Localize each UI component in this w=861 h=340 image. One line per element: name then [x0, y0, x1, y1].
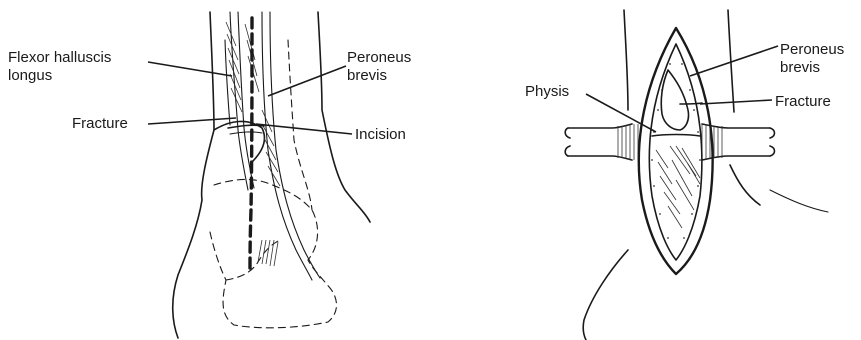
left-fracture-line-2: [230, 132, 262, 134]
left-flexor-leader: [148, 62, 232, 76]
right-fracture-line: [680, 103, 702, 104]
right-retractor-left-lower: [568, 156, 632, 160]
label-incision: Incision: [355, 126, 406, 143]
right-dorsum-curve: [770, 190, 828, 212]
right-heel-outline: [730, 165, 760, 205]
right-peroneus-leader: [690, 46, 778, 76]
left-leg-medial-outline: [173, 12, 214, 338]
left-flexor-tendon-3: [225, 40, 230, 125]
right-fracture-leader: [700, 100, 772, 104]
label-flexor-hallucis-line1: Flexor halluscis: [8, 49, 111, 66]
left-incision-dashed-line: [250, 18, 252, 272]
left-peroneus-tendon-a: [262, 12, 312, 280]
right-retractor-right-end: [770, 128, 775, 156]
right-retractor-left-blade: [618, 124, 638, 160]
left-peroneus-leader: [268, 66, 346, 96]
label-right-peroneus-line1: Peroneus: [780, 41, 844, 58]
left-tibia-dashed-outline: [288, 40, 312, 210]
right-ankle-figure: Physis Peroneus brevis Fracture: [525, 10, 844, 340]
right-leg-medial-outline: [624, 10, 628, 110]
label-left-fracture: Fracture: [72, 115, 128, 132]
label-flexor-hallucis-line2: longus: [8, 67, 52, 84]
right-metaphysis-hatching: [656, 146, 700, 228]
label-left-peroneus-line2: brevis: [347, 67, 387, 84]
right-foot-outline: [583, 250, 628, 340]
right-physis-line: [652, 135, 700, 137]
right-bone-fragment: [661, 70, 688, 130]
right-retractor-right-upper: [702, 124, 770, 128]
left-peroneus-muscle-hatching: [262, 110, 280, 186]
left-talus-dashed-outline: [214, 179, 318, 260]
right-retractor-left-end: [565, 128, 570, 156]
right-retractor-left-upper: [568, 124, 632, 128]
left-peroneus-tendon-b: [270, 12, 320, 278]
left-fracture-leader: [148, 118, 236, 124]
left-ankle-figure: Flexor halluscis longus Fracture Peroneu…: [8, 12, 411, 338]
left-navicular-dashed-outline: [226, 240, 280, 280]
left-leg-lateral-outline: [318, 12, 370, 222]
label-left-peroneus-line1: Peroneus: [347, 49, 411, 66]
label-physis: Physis: [525, 83, 569, 100]
label-right-fracture: Fracture: [775, 93, 831, 110]
left-tendon-insertion-hatching: [258, 240, 278, 266]
label-right-peroneus-line2: brevis: [780, 59, 820, 76]
